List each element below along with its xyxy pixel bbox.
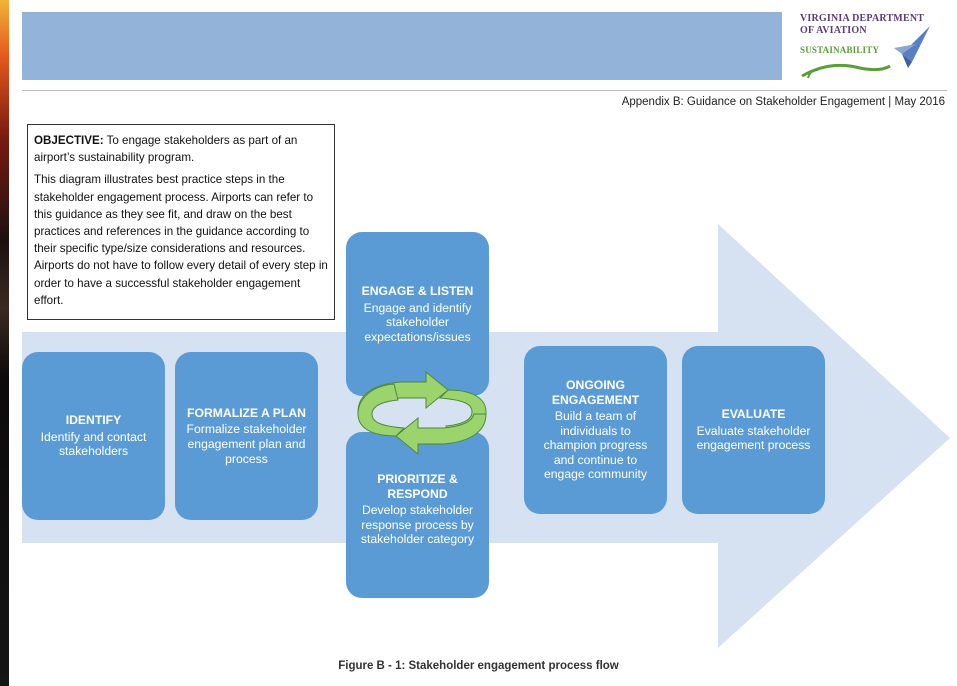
- figure-caption: Figure B - 1: Stakeholder engagement pro…: [338, 660, 619, 672]
- step-ongoing: ONGOING ENGAGEMENT Build a team of indiv…: [524, 346, 667, 514]
- logo-line-3: SUSTAINABILITY: [800, 45, 880, 55]
- step-ongoing-title: ONGOING ENGAGEMENT: [551, 377, 640, 407]
- cycle-arrow-lower-icon: [395, 413, 487, 456]
- step-formalize-title: FORMALIZE A PLAN: [187, 405, 306, 420]
- objective-text: To engage stakeholders as part of an air…: [34, 134, 298, 165]
- header-rule: [22, 90, 947, 91]
- running-header: Appendix B: Guidance on Stakeholder Enga…: [621, 96, 945, 108]
- objective-statement: OBJECTIVE: To engage stakeholders as par…: [34, 132, 328, 166]
- step-engage: ENGAGE & LISTEN Engage and identify stak…: [346, 232, 489, 396]
- logo-line-1: VIRGINIA DEPARTMENT: [800, 13, 925, 24]
- objective-label: OBJECTIVE:: [34, 134, 104, 147]
- step-formalize: FORMALIZE A PLAN Formalize stakeholder e…: [175, 352, 318, 520]
- header-banner: [22, 12, 782, 80]
- step-identify: IDENTIFY Identify and contact stakeholde…: [22, 352, 165, 520]
- page-edge-decoration: [0, 0, 9, 686]
- step-prioritize: PRIORITIZE & RESPOND Develop stakeholder…: [346, 432, 489, 598]
- vdoa-logo: VIRGINIA DEPARTMENT OF AVIATION SUSTAINA…: [790, 8, 940, 90]
- cycle-arrow-left-curve-icon: [357, 383, 406, 437]
- step-prioritize-title: PRIORITIZE & RESPOND: [377, 472, 458, 501]
- step-identify-title: IDENTIFY: [65, 413, 122, 428]
- objective-box: OBJECTIVE: To engage stakeholders as par…: [27, 124, 335, 320]
- step-identify-text: Identify and contact stakeholders: [40, 429, 147, 459]
- step-ongoing-text: Build a team of individuals to champion …: [543, 409, 648, 482]
- step-prioritize-text: Develop stakeholder response process by …: [360, 503, 475, 547]
- step-formalize-text: Formalize stakeholder engagement plan an…: [186, 422, 307, 466]
- plane-logo-icon: [801, 26, 930, 79]
- step-evaluate: EVALUATE Evaluate stakeholder engagement…: [682, 346, 825, 514]
- step-engage-text: Engage and identify stakeholder expectat…: [363, 300, 472, 344]
- logo-line-2: OF AVIATION: [800, 25, 867, 36]
- objective-body: This diagram illustrates best practice s…: [34, 173, 328, 307]
- step-evaluate-title: EVALUATE: [721, 407, 786, 422]
- step-engage-title: ENGAGE & LISTEN: [361, 284, 474, 298]
- step-evaluate-text: Evaluate stakeholder engagement process: [696, 423, 811, 453]
